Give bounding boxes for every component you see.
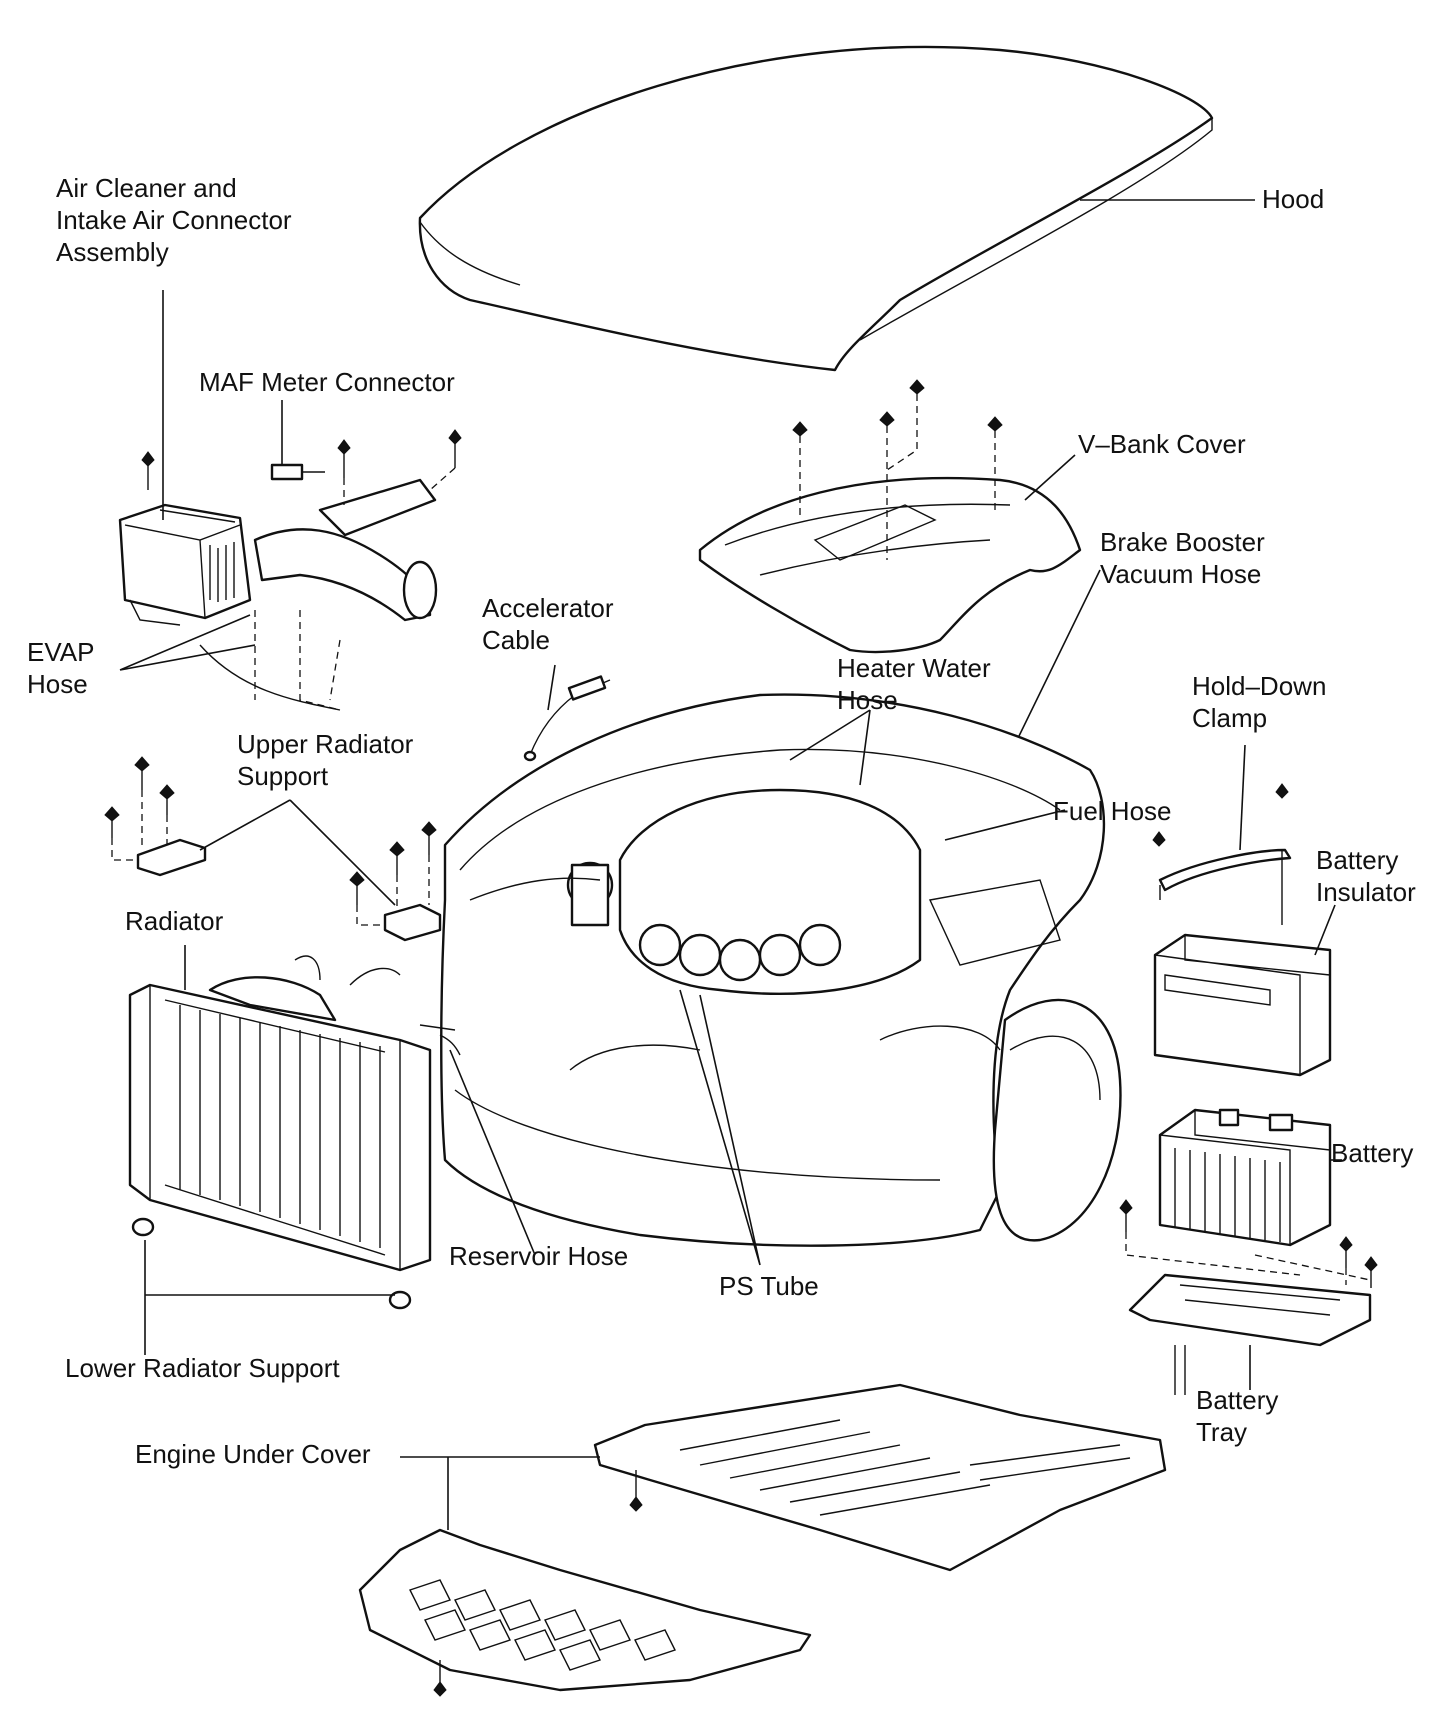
label-upper-radiator-support: Upper Radiator Support	[237, 729, 414, 791]
fuel-hose-leader	[944, 809, 1066, 841]
hold-down-clamp-leader	[1239, 744, 1246, 851]
label-engine-under-cover: Engine Under Cover	[135, 1439, 371, 1469]
accelerator-cable-leader	[547, 664, 556, 711]
label-hood: Hood	[1262, 184, 1325, 214]
bolt-icons-air-cleaner	[141, 429, 462, 490]
lower-radiator-support-part	[131, 1217, 412, 1310]
reservoir-hose-leader	[449, 1049, 536, 1256]
label-battery: Battery	[1331, 1138, 1414, 1168]
v-bank-cover-part	[698, 476, 1082, 654]
hood-part	[418, 45, 1214, 372]
battery-insulator-part	[1153, 933, 1332, 1077]
label-lower-radiator-support: Lower Radiator Support	[65, 1353, 340, 1383]
bolt-icons-battery-tray	[1119, 1199, 1378, 1288]
engine-under-cover-rear-part	[593, 1383, 1167, 1572]
hold-down-clamp-part	[1152, 783, 1292, 925]
label-radiator: Radiator	[125, 906, 224, 936]
battery-insulator-leader	[1314, 904, 1336, 956]
label-fuel-hose: Fuel Hose	[1053, 796, 1172, 826]
engine-under-cover-front-part	[358, 1528, 812, 1692]
bolt-icons-under-cover	[433, 1470, 643, 1697]
label-heater-water-hose: Heater Water Hose	[837, 653, 991, 715]
ps-tube-leader	[679, 989, 761, 1266]
heater-water-hose-leader	[789, 709, 871, 786]
label-accelerator-cable: Accelerator Cable	[482, 593, 614, 655]
v-bank-cover-leader	[1024, 454, 1076, 501]
maf-connector-part	[270, 463, 325, 481]
label-v-bank-cover: V–Bank Cover	[1078, 429, 1246, 459]
label-battery-tray: Battery Tray	[1196, 1385, 1279, 1447]
engine-under-cover-leader	[400, 1456, 600, 1530]
battery-tray-part	[1128, 1273, 1372, 1395]
label-hold-down-clamp: Hold–Down Clamp	[1192, 671, 1327, 733]
lower-radiator-support-leader	[144, 1240, 395, 1355]
bolt-icons-radiator-support	[104, 756, 437, 905]
upper-radiator-support-part	[136, 838, 442, 942]
evap-hose-part	[199, 644, 341, 711]
evap-hose-leader	[119, 614, 256, 671]
upper-radiator-support-leader	[199, 799, 396, 906]
label-maf-connector: MAF Meter Connector	[199, 367, 455, 397]
label-brake-booster-hose: Brake Booster Vacuum Hose	[1100, 527, 1265, 589]
label-battery-insulator: Battery Insulator	[1316, 845, 1416, 907]
label-ps-tube: PS Tube	[719, 1271, 819, 1301]
bolt-icons-v-bank	[792, 379, 1003, 437]
label-air-cleaner: Air Cleaner and Intake Air Connector Ass…	[56, 173, 292, 267]
air-cleaner-part	[118, 478, 438, 626]
car-body-part	[440, 693, 1122, 1247]
label-reservoir-hose: Reservoir Hose	[449, 1241, 629, 1271]
label-evap-hose: EVAP Hose	[27, 637, 95, 699]
radiator-part	[128, 955, 461, 1272]
battery-part	[1158, 1108, 1332, 1247]
accelerator-cable-part	[523, 675, 611, 762]
